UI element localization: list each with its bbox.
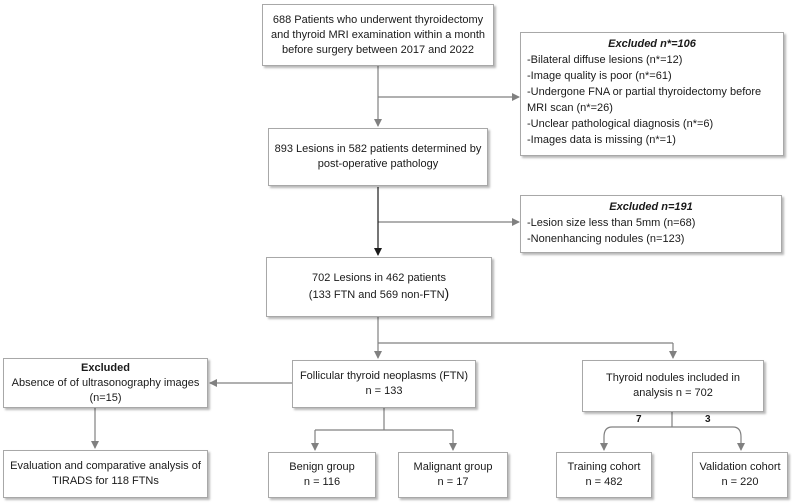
lesions-pathology-line-1: 893 Lesions in 582 patients determined b… bbox=[274, 143, 482, 155]
tirads-evaluation-box: Evaluation and comparative analysis of T… bbox=[3, 450, 208, 498]
excluded-ultrasound-title: Excluded bbox=[81, 361, 130, 374]
tirads-line-1: Evaluation and comparative analysis of bbox=[10, 460, 201, 472]
excluded-ultrasound-line-1: Absence of of ultrasonography images bbox=[11, 376, 200, 389]
arrow-to-training bbox=[600, 426, 672, 451]
validation-cohort-box: Validation cohort n = 220 bbox=[692, 452, 788, 498]
excluded-item-nonenhancing: -Nonenhancing nodules (n=123) bbox=[527, 233, 685, 245]
excluded-item-missing-data: -Images data is missing (n*=1) bbox=[527, 134, 676, 146]
analysis-line-1: Thyroid nodules included in bbox=[606, 372, 740, 384]
initial-cohort-line-2: and thyroid MRI examination within a mon… bbox=[271, 28, 485, 41]
lesions-pathology-box: 893 Lesions in 582 patients determined b… bbox=[268, 128, 488, 186]
analysis-box: Thyroid nodules included in analysis n =… bbox=[582, 360, 764, 412]
excluded-item-size: -Lesion size less than 5mm (n=68) bbox=[527, 217, 696, 229]
ftn-line-1: Follicular thyroid neoplasms (FTN) bbox=[299, 370, 469, 382]
final-lesions-box: 702 Lesions in 462 patients (133 FTN and… bbox=[266, 257, 492, 317]
excluded-item-bilateral: -Bilateral diffuse lesions (n*=12) bbox=[527, 54, 683, 66]
excluded-ultrasound-box: Excluded Absence of of ultrasonography i… bbox=[3, 358, 208, 408]
excluded-item-pathology: -Unclear pathological diagnosis (n*=6) bbox=[527, 118, 714, 130]
excluded-lesions-title: Excluded n=191 bbox=[609, 201, 693, 213]
final-lesions-closing-paren: ) bbox=[444, 285, 450, 301]
ftn-box: Follicular thyroid neoplasms (FTN) n = 1… bbox=[292, 360, 476, 408]
initial-cohort-line-3: before surgery between 2017 and 2022 bbox=[281, 43, 475, 56]
benign-line-1: Benign group bbox=[289, 461, 355, 473]
excluded-item-fna-cont: MRI scan (n*=26) bbox=[527, 102, 613, 114]
tirads-line-2: TIRADS for 118 FTNs bbox=[52, 475, 159, 487]
validation-line-1: Validation cohort bbox=[699, 461, 781, 473]
excluded-patients-title: Excluded n*=106 bbox=[608, 38, 696, 50]
final-lesions-line-2: (133 FTN and 569 non-FTN) bbox=[309, 286, 449, 303]
final-lesions-line-1: 702 Lesions in 462 patients bbox=[312, 272, 446, 284]
training-line-2: n = 482 bbox=[585, 476, 623, 488]
initial-cohort-box: 688 Patients who underwent thyroidectomy… bbox=[262, 4, 494, 66]
lesions-pathology-line-2: post-operative pathology bbox=[317, 158, 439, 170]
excluded-item-image-quality: -Image quality is poor (n*=61) bbox=[527, 70, 672, 82]
benign-group-box: Benign group n = 116 bbox=[268, 452, 376, 498]
malignant-line-1: Malignant group bbox=[413, 461, 493, 473]
benign-line-2: n = 116 bbox=[303, 476, 341, 488]
final-lesions-line-2-text: (133 FTN and 569 non-FTN bbox=[308, 289, 445, 301]
excluded-patients-box: Excluded n*=106 -Bilateral diffuse lesio… bbox=[520, 32, 784, 156]
malignant-group-box: Malignant group n = 17 bbox=[398, 452, 508, 498]
malignant-line-2: n = 17 bbox=[437, 476, 469, 488]
initial-cohort-line-1: 688 Patients who underwent thyroidectomy bbox=[272, 13, 484, 26]
excluded-lesions-box: Excluded n=191 -Lesion size less than 5m… bbox=[520, 195, 782, 253]
excluded-ultrasound-line-2: (n=15) bbox=[89, 391, 122, 404]
arrow-to-validation bbox=[672, 426, 745, 451]
validation-ratio-label: 3 bbox=[705, 414, 711, 425]
excluded-item-fna: -Undergone FNA or partial thyroidectomy … bbox=[527, 86, 762, 98]
training-cohort-box: Training cohort n = 482 bbox=[556, 452, 652, 498]
validation-line-2: n = 220 bbox=[721, 476, 759, 488]
training-ratio-label: 7 bbox=[636, 414, 642, 425]
training-line-1: Training cohort bbox=[567, 461, 641, 473]
analysis-line-2: analysis n = 702 bbox=[633, 387, 713, 399]
ftn-line-2: n = 133 bbox=[365, 385, 403, 397]
